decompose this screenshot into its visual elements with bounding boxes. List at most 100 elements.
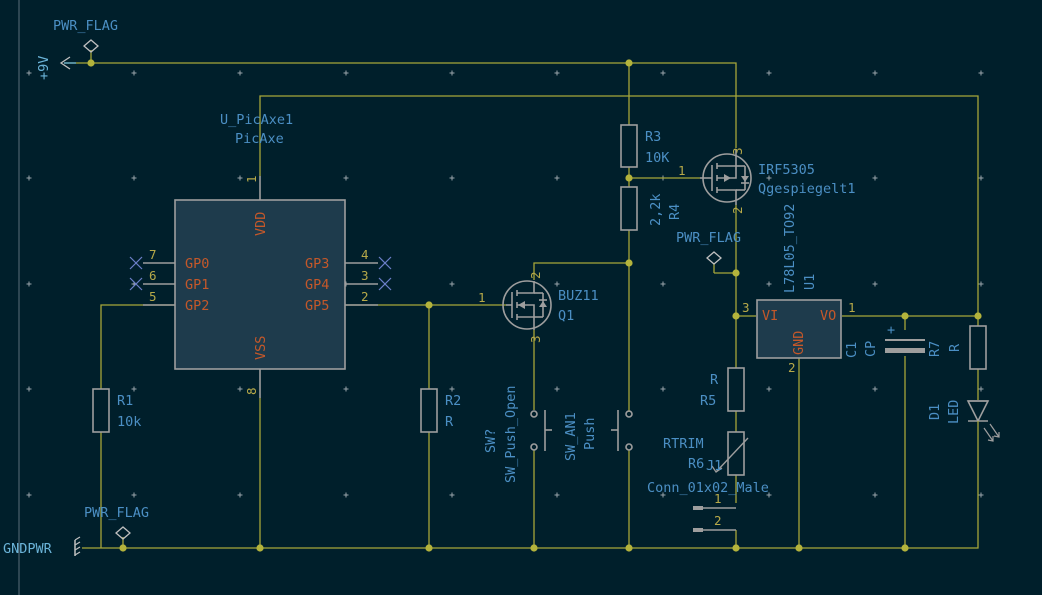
grid-marker [449, 281, 455, 287]
r1-value: 10k [117, 414, 141, 430]
r4-value: 2,2k [648, 193, 664, 226]
regulator-u1[interactable]: VI VO GND 3 1 2 L78L05_TO92 U1 [742, 204, 856, 375]
wire-gnd-rail[interactable] [82, 450, 979, 549]
resistor-icon [92, 388, 110, 433]
trimmer-r6[interactable]: RTRIM R6 [663, 431, 749, 476]
picaxe-ref: U_PicAxe1 [220, 112, 293, 128]
wire-9v-rail[interactable] [64, 62, 737, 148]
grid-marker [978, 281, 984, 287]
pin-name: GP1 [185, 277, 209, 293]
picaxe-pin-gp5[interactable]: 2 GP5 [305, 289, 378, 314]
q1-value: BUZ11 [558, 288, 599, 304]
grid-marker [26, 70, 32, 76]
pwr-flag-bottom[interactable]: PWR_FLAG [84, 505, 149, 540]
wire-vdd-rail[interactable] [259, 95, 979, 316]
grid-marker [554, 70, 560, 76]
switch-sw2[interactable]: SW_AN1 Push [563, 410, 633, 461]
grid-marker [554, 386, 560, 392]
sw2-value: Push [582, 417, 598, 450]
pin-name: GP0 [185, 256, 209, 272]
resistor-r1[interactable]: R1 10k [92, 388, 141, 433]
j1-pin2: 2 [714, 513, 722, 528]
q2-pin-drain: 2 [730, 206, 745, 214]
junction-dot [901, 312, 909, 320]
junction-dot [87, 59, 95, 67]
wire-q1-drain[interactable] [533, 262, 629, 280]
r2-ref: R2 [445, 393, 461, 409]
grid-marker [660, 492, 666, 498]
grid-marker [554, 175, 560, 181]
j1-value: Conn_01x02_Male [647, 480, 769, 496]
u1-value: L78L05_TO92 [782, 204, 798, 293]
grid-marker [449, 70, 455, 76]
junction-dot [625, 259, 633, 267]
power-9v-symbol[interactable]: +9V [36, 56, 76, 80]
picaxe-vdd-label: VDD [253, 212, 269, 236]
pin-name: GP2 [185, 298, 209, 314]
grid-marker [660, 281, 666, 287]
pin-number: 4 [361, 247, 369, 262]
grid-marker [660, 386, 666, 392]
led-diode-icon [966, 400, 990, 423]
no-connect-icon [129, 256, 392, 291]
pwr-flag-diamond-icon [706, 251, 722, 265]
gndpwr-label: GNDPWR [3, 541, 53, 557]
resistor-r3[interactable]: R3 10K [620, 124, 670, 168]
d1-value: LED [946, 400, 962, 424]
pwr-flag-mid[interactable]: PWR_FLAG [676, 230, 741, 265]
grid-marker [554, 281, 560, 287]
picaxe-pin-gp2[interactable]: 5 GP2 [143, 289, 209, 314]
grid-marker [131, 175, 137, 181]
grid-marker [872, 281, 878, 287]
junction-dot [625, 544, 633, 552]
connector-j1[interactable]: J1 Conn_01x02_Male 1 2 [647, 458, 769, 532]
resistor-r2[interactable]: R2 R [420, 388, 461, 433]
j1-ref: J1 [706, 458, 722, 474]
resistor-r7[interactable]: R7 R [927, 325, 987, 370]
u1-gnd-label: GND [791, 331, 807, 355]
r2-value: R [445, 414, 454, 430]
pwr-flag-diamond-icon [115, 526, 131, 540]
picaxe-pin-gp4[interactable]: 3 GP4 [305, 268, 378, 293]
grid-marker [766, 386, 772, 392]
grid-marker [449, 386, 455, 392]
capacitor-c1[interactable]: + C1 CP [844, 322, 925, 358]
mosfet-q1[interactable]: 1 2 3 BUZ11 Q1 [478, 271, 599, 343]
trimmer-icon [727, 431, 745, 476]
grid-marker [978, 70, 984, 76]
junction-dot [425, 301, 433, 309]
wire-gp2-r1[interactable] [100, 304, 174, 389]
regulator-body [756, 299, 842, 359]
grid-marker [237, 70, 243, 76]
switch-sw1[interactable]: SW? SW_Push_Open [483, 385, 552, 483]
pin-name: GP5 [305, 298, 329, 314]
r6-ref: R6 [688, 456, 704, 472]
grid-marker [872, 386, 878, 392]
pin-name: GP3 [305, 256, 329, 272]
picaxe-pin-vss-num: 8 [244, 387, 259, 395]
resistor-r5[interactable]: R R5 [700, 367, 745, 412]
r5-ref: R5 [700, 393, 716, 409]
picaxe-pin-gp0[interactable]: 7 GP0 [143, 247, 209, 272]
q1-pin-gate: 1 [478, 290, 486, 305]
r4-ref: R4 [667, 204, 683, 220]
grid-marker [766, 281, 772, 287]
u1-vi-label: VI [762, 308, 778, 324]
r3-value: 10K [645, 150, 670, 166]
sw1-value: SW_Push_Open [503, 385, 519, 483]
resistor-icon [969, 325, 987, 370]
picaxe-ic[interactable]: U_PicAxe1 PicAxe VDD VSS 1 8 7 GP0 6 GP1… [129, 112, 392, 398]
mosfet-q2[interactable]: 1 3 2 IRF5305 Qgespiegelt1 [678, 147, 856, 214]
pin-number: 7 [149, 247, 157, 262]
gndpwr-symbol[interactable]: GNDPWR [3, 536, 81, 557]
pwr-flag-top[interactable]: PWR_FLAG [53, 18, 118, 53]
pin-number: 5 [149, 289, 157, 304]
r7-ref: R7 [927, 341, 943, 357]
resistor-r4[interactable]: 2,2k R4 [620, 186, 683, 231]
led-d1[interactable]: D1 LED [927, 400, 1000, 450]
picaxe-pin-gp1[interactable]: 6 GP1 [143, 268, 209, 293]
connector-pin-icon [693, 528, 703, 532]
picaxe-pin-gp3[interactable]: 4 GP3 [305, 247, 378, 272]
junction-dot [530, 544, 538, 552]
